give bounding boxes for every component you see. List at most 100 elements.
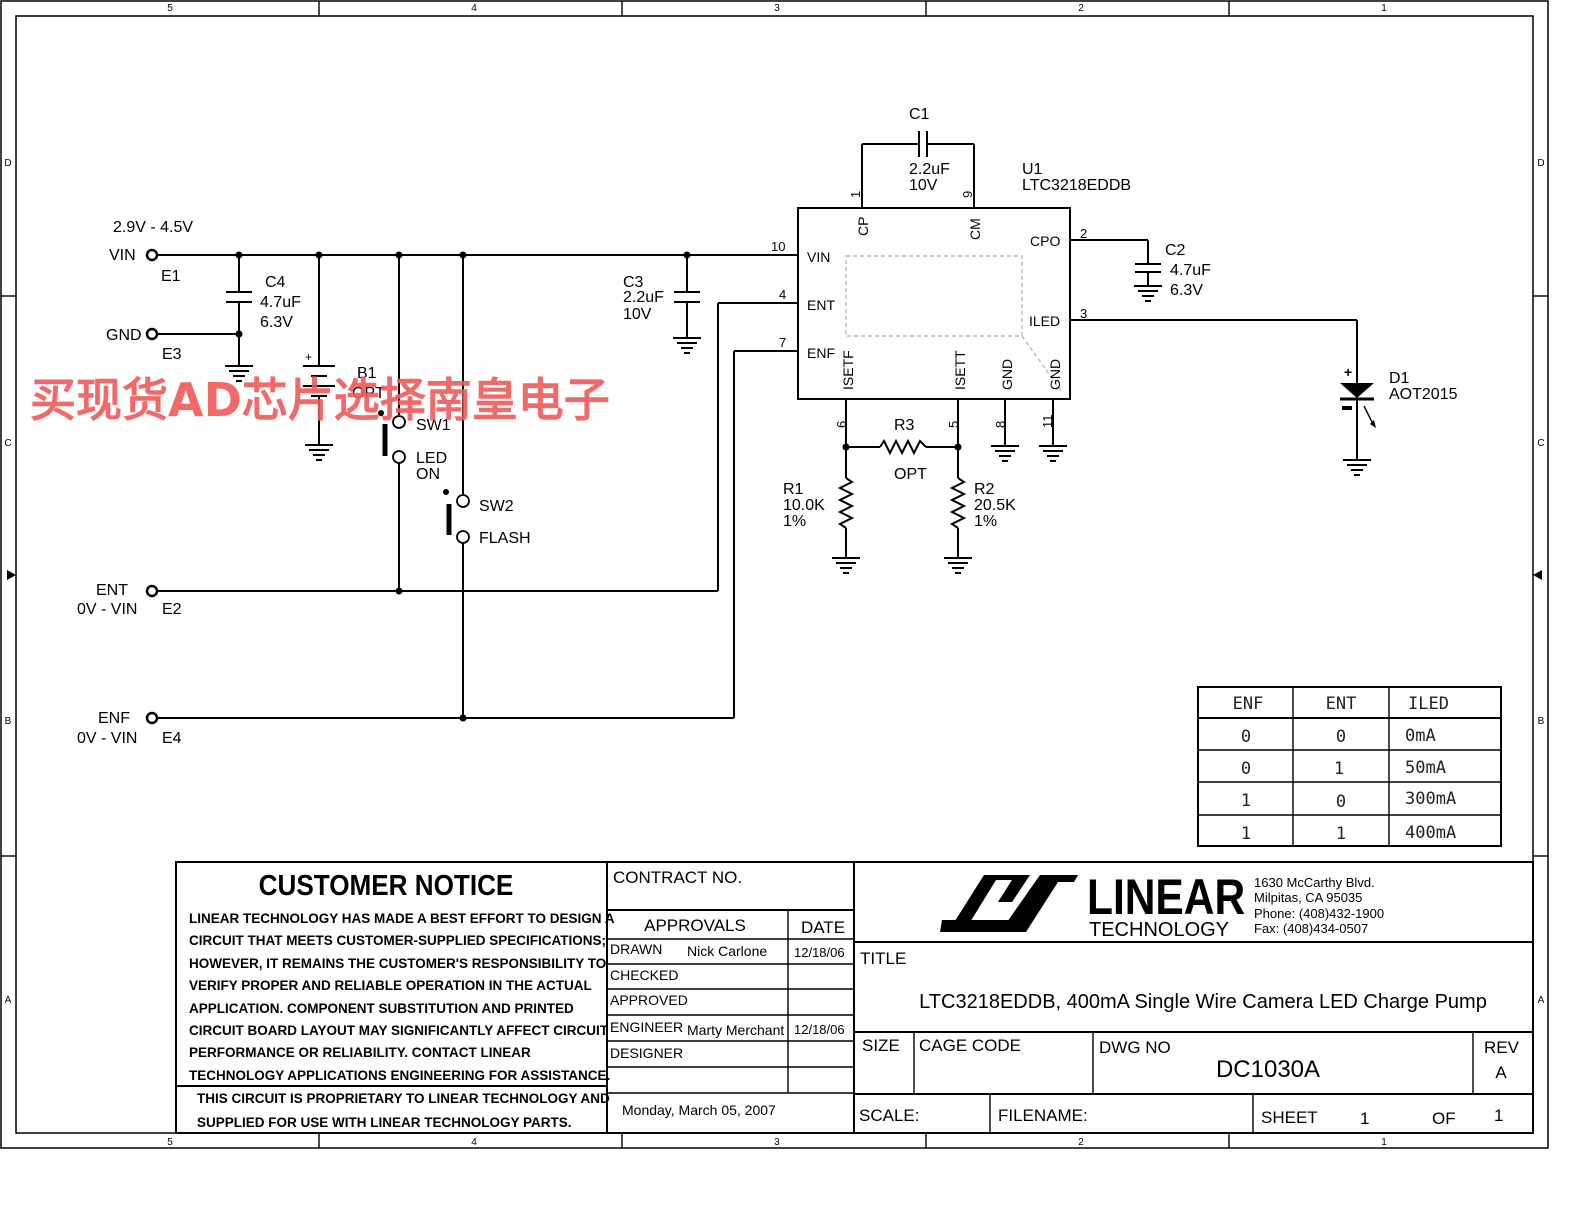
e2-label: E2 [162,601,182,618]
col-label-bottom: 4 [471,1137,477,1148]
ground-icon [944,557,972,574]
approval-date: 12/18/06 [794,945,845,960]
notice-line: CIRCUIT BOARD LAYOUT MAY SIGNIFICANTLY A… [189,1023,609,1038]
sw2-label: FLASH [479,530,531,547]
col-label-bottom: 3 [774,1137,780,1148]
cage-code-label: CAGE CODE [919,1036,1021,1055]
r2-value: 20.5K [974,497,1016,514]
col-label-top: 4 [471,3,477,14]
pin-ent-label: ENT [807,297,835,313]
table-cell: 300mA [1405,789,1456,809]
rev-label: REV [1484,1038,1520,1057]
truth-table: ENF ENT ILED 0 0 0mA 0 1 50mA 1 0 300mA … [1197,686,1502,847]
table-header: ILED [1408,694,1449,714]
pin-cpo-label: CPO [1030,233,1060,249]
sheet-label: SHEET [1261,1108,1318,1127]
title-label: TITLE [860,949,906,968]
enf-range-label: 0V - VIN [77,730,137,747]
of-label: OF [1432,1109,1456,1128]
vin-terminal-label: VIN [109,247,136,264]
pin-number: 5 [946,421,961,428]
logo-sub: TECHNOLOGY [1089,919,1229,941]
approvals-label: APPROVALS [644,916,746,935]
sheet-number: 1 [1360,1109,1369,1128]
pin-number: 9 [960,191,975,198]
c1-ref: C1 [909,106,930,123]
c2-value: 4.7uF [1170,262,1211,279]
notice-title: CUSTOMER NOTICE [259,869,514,902]
r1-ref: R1 [783,481,804,498]
pin-gnd-label: GND [1047,359,1063,390]
table-cell: 400mA [1405,823,1456,843]
capacitor-c1: C1 2.2uF 10V [909,106,950,194]
table-cell: 0 [1241,759,1251,779]
pin-isetf-label: ISETF [840,350,856,390]
r1-value: 10.0K [783,497,825,514]
e1-label: E1 [161,268,181,285]
approval-name: Marty Merchant [687,1022,784,1038]
company-phone: Phone: (408)432-1900 [1254,906,1384,921]
r2-tol: 1% [974,513,997,530]
print-date: Monday, March 05, 2007 [622,1102,776,1118]
pin-vin-label: VIN [807,249,830,265]
resistor-r3: R3 OPT [879,417,927,483]
logo-word: LINEAR [1087,869,1245,925]
u1-ref: U1 [1022,161,1043,178]
pin-number: 6 [834,421,849,428]
table-cell: 1 [1241,791,1251,811]
ground-icon [1039,445,1067,462]
ground-icon [1134,285,1162,302]
sw1-ref: SW1 [416,417,451,434]
led-d1: + D1 AOT2015 [1340,364,1458,428]
table-header: ENT [1326,694,1357,714]
notice-line: LINEAR TECHNOLOGY HAS MADE A BEST EFFORT… [189,911,615,926]
filename-label: FILENAME: [998,1106,1088,1125]
ground-icon [1343,459,1371,476]
e3-label: E3 [162,346,182,363]
d1-ref: D1 [1389,370,1410,387]
drawing-title: LTC3218EDDB, 400mA Single Wire Camera LE… [919,991,1487,1013]
sw1-label2: ON [416,466,440,483]
b1-note: OPT [352,385,385,402]
sw2-ref: SW2 [479,498,514,515]
col-label-top: 1 [1381,3,1387,14]
watermark-text: 买现货AD芯片选择南皇电子 [30,373,610,427]
table-header: ENF [1233,694,1264,714]
row-label-right: A [1538,995,1545,1006]
date-label: DATE [801,918,845,937]
approval-date: 12/18/06 [794,1022,845,1037]
row-label-right: C [1537,438,1544,449]
sheet-total: 1 [1494,1106,1503,1125]
notice-line: VERIFY PROPER AND RELIABLE OPERATION IN … [189,978,592,993]
table-cell: 0 [1241,727,1251,747]
scale-label: SCALE: [859,1106,919,1125]
battery-plus-icon: + [305,350,312,364]
r2-ref: R2 [974,481,995,498]
table-cell: 0 [1336,727,1346,747]
sheet-frame [0,0,1549,1149]
pin-number: 2 [1080,226,1087,241]
c2-ref: C2 [1165,242,1186,259]
notice-line: TECHNOLOGY APPLICATIONS ENGINEERING FOR … [189,1068,610,1083]
c1-voltage: 10V [909,177,938,194]
title-block: CUSTOMER NOTICE LINEAR TECHNOLOGY HAS MA… [175,861,1534,1134]
u1-part: LTC3218EDDB [1022,177,1131,194]
battery-b1: + B1 OPT [303,350,385,402]
table-cell: 0 [1336,792,1346,812]
ent-range-label: 0V - VIN [77,601,137,618]
notice-line: HOWEVER, IT REMAINS THE CUSTOMER'S RESPO… [189,956,606,971]
col-label-bottom: 5 [167,1137,173,1148]
pin-cp-label: CP [855,217,871,236]
row-label-right: B [1538,716,1545,727]
terminals [145,248,159,725]
pin-number: 10 [771,239,785,254]
col-label-top: 3 [774,3,780,14]
capacitor-c3: C3 2.2uF 10V [623,274,700,323]
pin-number: 4 [779,287,786,302]
pin-number: 8 [993,421,1008,428]
company-fax: Fax: (408)434-0507 [1254,921,1368,936]
table-cell: 1 [1334,759,1344,779]
c3-voltage: 10V [623,306,652,323]
proprietary-line: SUPPLIED FOR USE WITH LINEAR TECHNOLOGY … [197,1115,572,1130]
